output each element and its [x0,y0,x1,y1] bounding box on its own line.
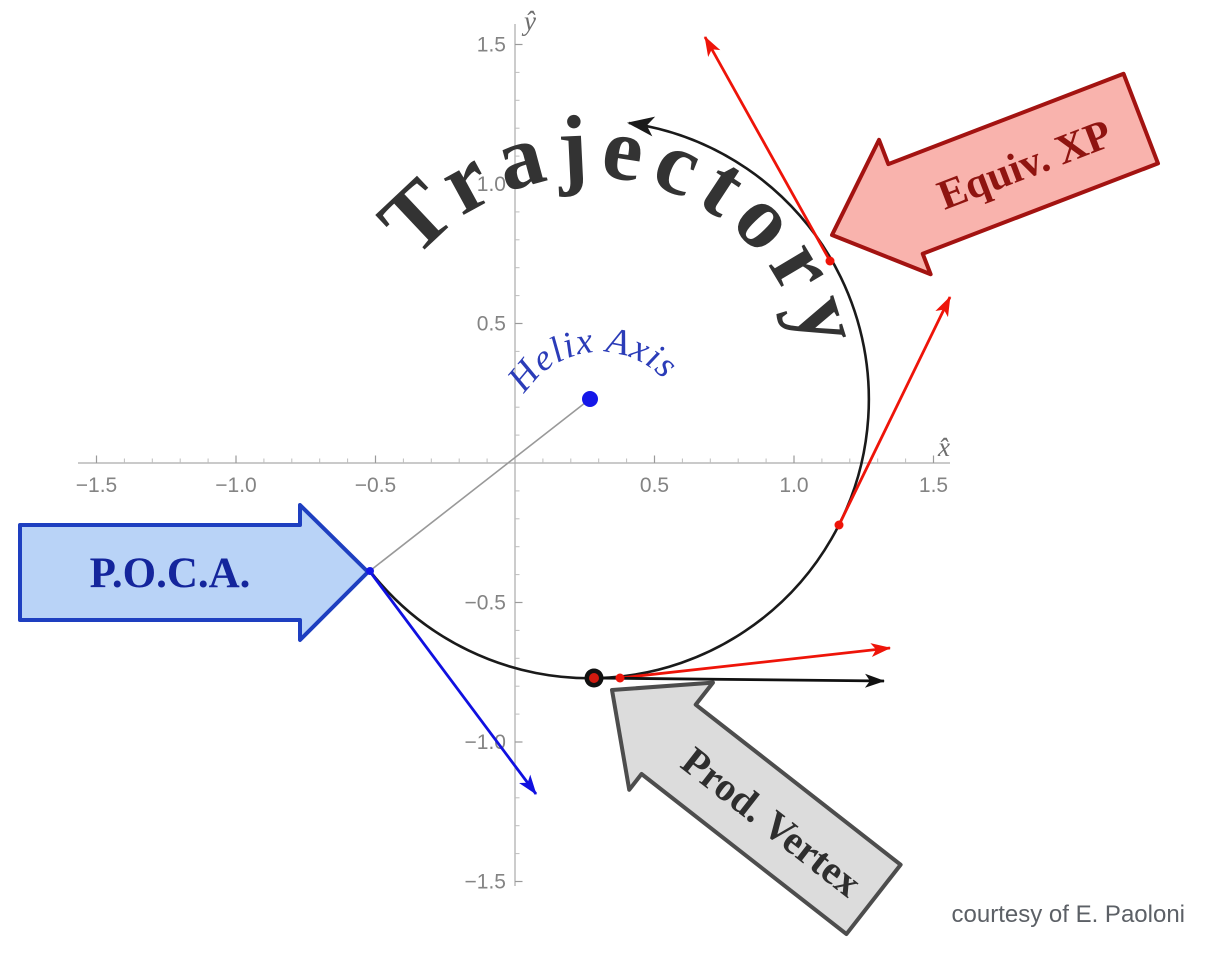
y-tick-label: −0.5 [465,592,506,615]
y-tick-label: 1.5 [477,34,506,57]
poca-tangent-vector-blue [369,572,538,795]
y-axis-label: ŷ [521,6,536,36]
minor-ticks [123,71,907,855]
x-tick-label: −1.0 [215,474,256,497]
x-tick-label: 0.5 [640,474,669,497]
x-tick-label: 1.0 [779,474,808,497]
x-tick-label: −0.5 [355,474,396,497]
radius-line [370,398,591,571]
axes: −1.5 −1.0 −0.5 0.5 1.0 1.5 1.5 1.0 0.5 −… [76,6,950,894]
major-ticks [95,43,935,883]
poca-callout-label: P.O.C.A. [90,550,251,597]
x-tick-label: 1.5 [919,474,948,497]
momentum-vector-near-vertex-red [619,643,891,680]
y-tick-label: 1.0 [477,173,506,196]
x-axis-label: x̂ [937,432,950,462]
momentum-vector-vertex-black [593,673,885,688]
x-tick-labels: −1.5 −1.0 −0.5 0.5 1.0 1.5 [76,474,948,497]
mid-tangent-dot [834,520,844,530]
helix-axis-curved-label-text: Helix Axis [499,319,685,400]
y-tick-label: −1.5 [465,871,506,894]
trajectory-arc [368,116,871,680]
equiv-xp-dot [825,256,835,266]
prod-vertex-dot-inner [589,673,599,683]
y-tick-label: −1.0 [465,731,506,754]
poca-callout-shape [18,503,370,642]
helix-axis-curved-label: Helix Axis [499,319,686,400]
poca-callout-arrow: P.O.C.A. [18,503,370,642]
poca-dot [366,567,374,575]
momentum-vector-equiv-xp [703,36,832,262]
y-tick-label: 0.5 [477,313,506,336]
y-tick-labels: 1.5 1.0 0.5 −0.5 −1.0 −1.5 [465,34,506,894]
equiv-xp-callout-shape [830,71,1160,277]
prod-vertex-callout-shape [610,680,903,937]
credit-text: courtesy of E. Paoloni [952,901,1185,928]
helix-center-dot [582,391,598,407]
vertex-tangent-dot [615,673,625,683]
momentum-vectors [369,36,952,795]
momentum-vector-mid [837,296,952,526]
x-tick-label: −1.5 [76,474,117,497]
prod-vertex-callout-arrow: Prod. Vertex [610,680,903,937]
equiv-xp-callout-arrow: Equiv. XP [830,71,1160,277]
points [366,256,844,688]
